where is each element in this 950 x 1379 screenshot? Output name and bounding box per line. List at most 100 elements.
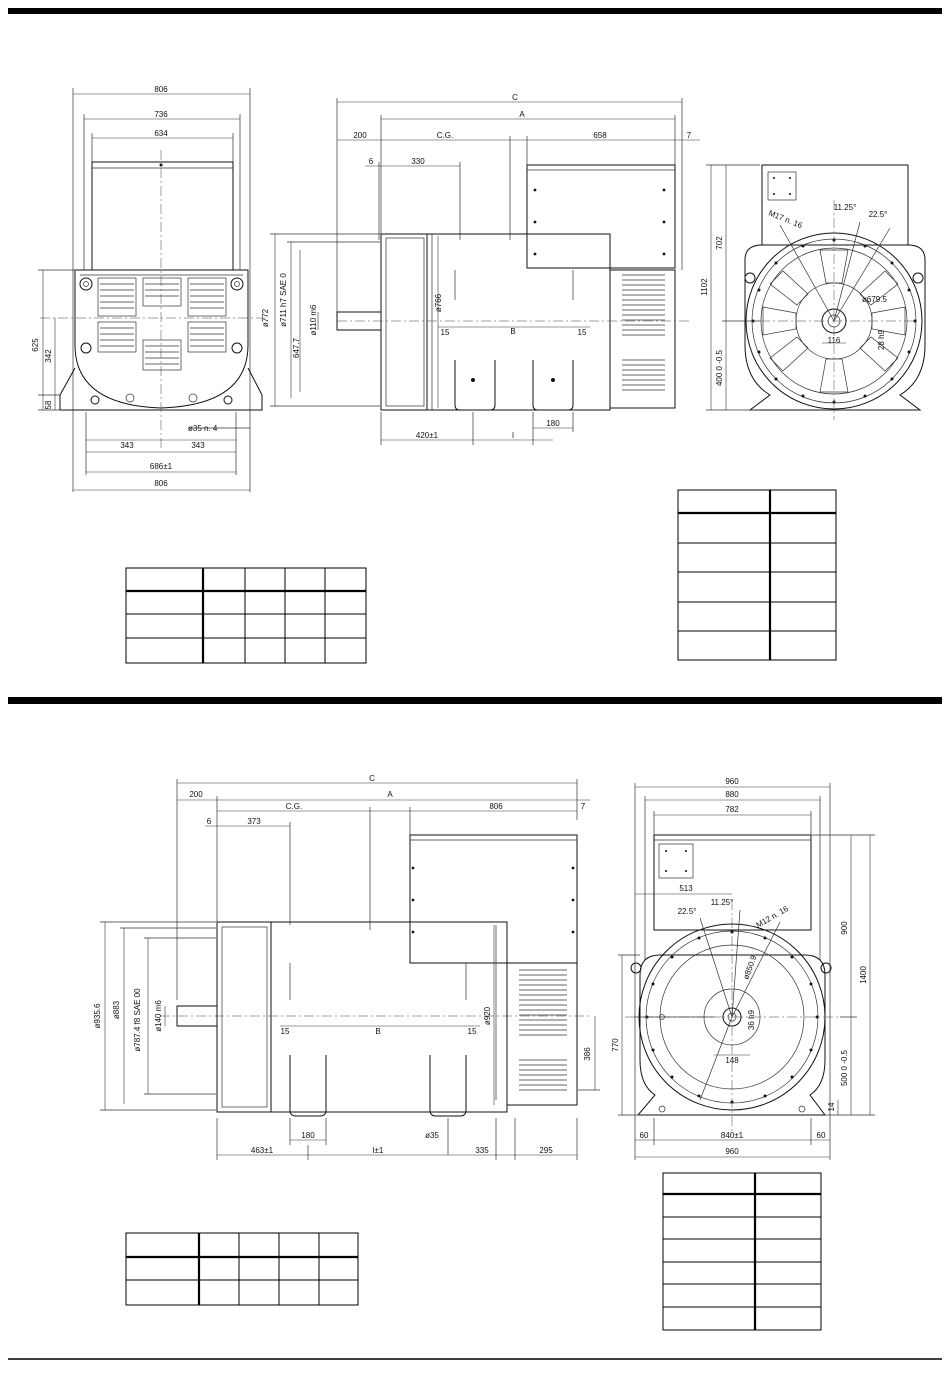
top-side-dim-15b: 15: [578, 328, 587, 337]
bottom-end-angle-1125: 11.25°: [711, 898, 734, 907]
top-front-foot-left: 343: [120, 441, 134, 450]
bottom-end-height-500: 500 0 -0.5: [840, 1049, 849, 1086]
top-end-height-702: 702: [715, 236, 724, 250]
bottom-end-60b: 60: [817, 1131, 826, 1140]
bottom-side-dim-15b: 15: [468, 1027, 477, 1036]
top-end-height-1102: 1102: [700, 278, 709, 296]
top-front-height-342: 342: [44, 349, 53, 363]
bottom-end-holes: M12 n. 16: [755, 904, 791, 930]
top-side-dim-cg: C.G.: [437, 131, 453, 140]
bottom-end-height-900: 900: [840, 921, 849, 935]
bottom-right-table: [662, 1172, 822, 1331]
top-front-frame: [74, 269, 249, 409]
bottom-end-view: 960 880 782 22.5° 11: [611, 777, 875, 1160]
top-side-dim-180: 180: [546, 419, 560, 428]
bottom-end-width-880: 880: [725, 790, 739, 799]
top-front-hole-label: ø35 n. 4: [188, 424, 218, 433]
top-front-width-634: 634: [154, 129, 168, 138]
bottom-side-dim-806: 806: [489, 802, 503, 811]
bottom-end-height-770: 770: [611, 1038, 620, 1052]
top-side-dim-b: B: [510, 327, 515, 336]
top-end-height-400: 400 0 -0.5: [715, 349, 724, 386]
bottom-end-513: 513: [679, 884, 693, 893]
top-side-dia-772: ø772: [261, 308, 270, 327]
bottom-side-fan-housing: [216, 921, 272, 1113]
top-side-dim-a: A: [519, 110, 525, 119]
top-end-holes: M17 n. 16: [767, 209, 804, 231]
top-border-bar: [8, 8, 942, 14]
top-front-foot-span: 686±1: [150, 462, 173, 471]
top-end-key: 28 h9: [877, 329, 886, 350]
top-side-dia-6477: 647.7: [292, 337, 301, 358]
top-side-stator: [426, 233, 611, 411]
bottom-end-width-782: 782: [725, 805, 739, 814]
bottom-side-view: C 200 A C.G. 806 7 6 373: [93, 774, 600, 1160]
top-side-dim-7: 7: [687, 131, 692, 140]
bottom-side-stator: [270, 921, 508, 1113]
section-divider-bar: [8, 697, 942, 704]
bottom-side-terminal-box: [409, 834, 578, 964]
top-side-dim-c: C: [512, 93, 518, 102]
top-front-width-806: 806: [154, 85, 168, 94]
bottom-side-dim-35: ø35: [425, 1131, 439, 1140]
top-side-dia-766: ø766: [434, 293, 443, 312]
top-side-dim-330: 330: [411, 157, 425, 166]
bottom-side-dim-200: 200: [189, 790, 203, 799]
top-side-dim-200: 200: [353, 131, 367, 140]
top-end-angle-1125: 11.25°: [834, 203, 857, 212]
top-end-pcd: ø679.5: [862, 295, 887, 304]
bottom-end-height-1400: 1400: [859, 966, 868, 984]
top-side-shaft-dia: ø110 m6: [309, 304, 318, 336]
bottom-end-width-960: 960: [725, 777, 739, 786]
bottom-side-shaft-dia: ø140 m6: [154, 1000, 163, 1032]
top-front-height-58: 58: [44, 400, 53, 409]
top-end-angle-225: 22.5°: [869, 210, 888, 219]
bottom-side-dim-6: 6: [207, 817, 212, 826]
bottom-side-dim-386: 386: [583, 1047, 592, 1061]
bottom-end-key: 36 h9: [747, 1009, 756, 1030]
bottom-end-base-960: 960: [725, 1147, 739, 1156]
top-side-dim-6: 6: [369, 157, 374, 166]
top-left-table: [125, 567, 367, 664]
top-end-116: 116: [828, 336, 841, 345]
top-side-view: C A 200 C.G. 658 7 6 330: [261, 93, 700, 445]
bottom-side-dim-l: l±1: [373, 1146, 384, 1155]
bottom-end-148: 148: [725, 1056, 739, 1065]
bottom-left-table: [125, 1232, 359, 1306]
top-right-table: [677, 489, 837, 661]
top-side-dim-15a: 15: [441, 328, 450, 337]
top-front-foot-right: 343: [191, 441, 205, 450]
top-front-base-806: 806: [154, 479, 168, 488]
top-side-terminal-box: [526, 164, 676, 269]
bottom-side-exciter: [506, 962, 578, 1106]
top-side-dim-l: l: [512, 431, 514, 440]
top-front-height-625: 625: [31, 338, 40, 352]
top-side-fan-housing: [380, 233, 428, 411]
bottom-side-dia-920: ø920: [483, 1006, 492, 1025]
bottom-side-dia-9356: ø935.6: [93, 1003, 102, 1028]
bottom-side-dia-883: ø883: [112, 1000, 121, 1019]
bottom-side-dim-a: A: [387, 790, 393, 799]
bottom-end-angle-225: 22.5°: [678, 907, 697, 916]
bottom-side-dim-335: 335: [475, 1146, 489, 1155]
bottom-end-span: 840±1: [721, 1131, 744, 1140]
bottom-side-dim-295: 295: [539, 1146, 553, 1155]
bottom-side-dim-15a: 15: [281, 1027, 290, 1036]
bottom-end-pcd: ø850.9: [741, 954, 758, 981]
top-side-dim-658: 658: [593, 131, 607, 140]
bottom-end-60a: 60: [640, 1131, 649, 1140]
bottom-side-dim-c: C: [369, 774, 375, 783]
bottom-side-dim-b: B: [375, 1027, 380, 1036]
bottom-side-dim-463: 463±1: [251, 1146, 274, 1155]
bottom-side-dim-373: 373: [247, 817, 261, 826]
top-side-dia-711: ø711 h7 SAE 0: [279, 273, 288, 327]
top-front-terminal-box: [91, 161, 234, 271]
bottom-side-dim-7: 7: [581, 802, 586, 811]
bottom-end-14: 14: [827, 1102, 836, 1111]
top-front-view: 806 736 634: [31, 85, 265, 492]
bottom-side-dia-7874: ø787.4 f8 SAE 00: [133, 988, 142, 1052]
top-end-view: 11.25° 22.5° M17 n. 16 ø679.5 116 28 h9 …: [700, 164, 926, 420]
top-side-exciter: [609, 269, 676, 409]
bottom-end-terminal-box: [653, 834, 812, 931]
